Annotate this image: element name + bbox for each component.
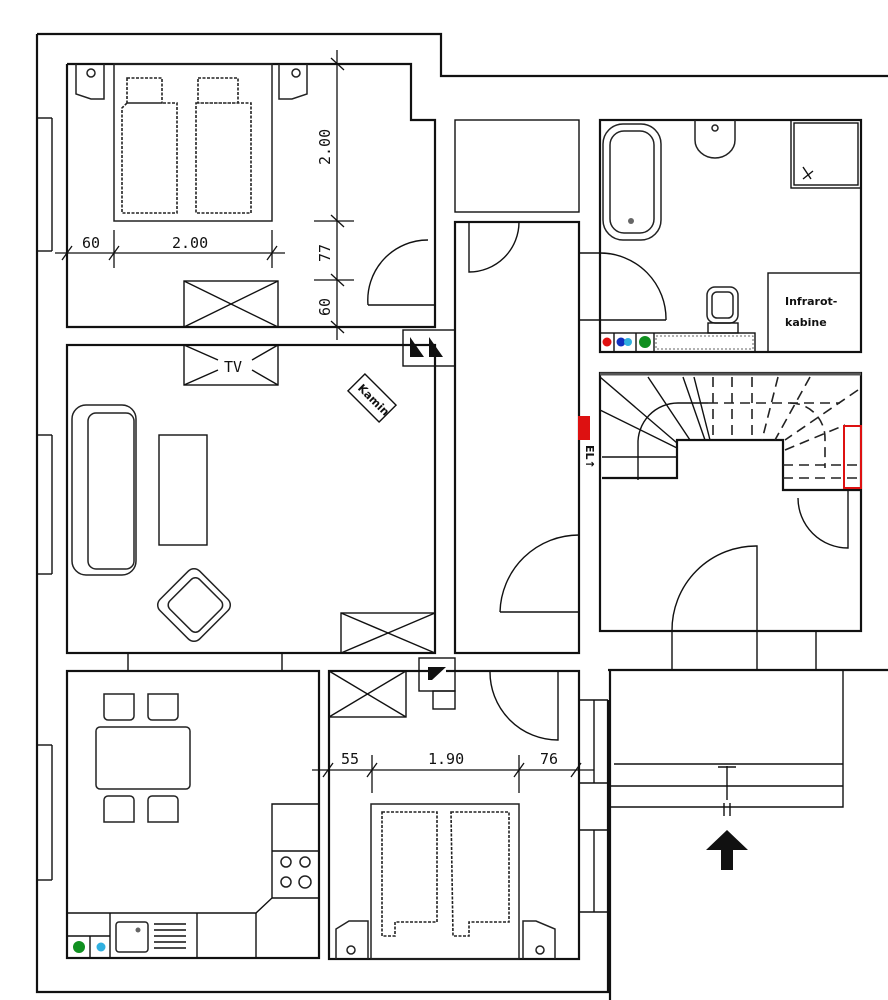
chair bbox=[103, 693, 135, 721]
electrical-panel bbox=[578, 416, 590, 440]
svg-text:60: 60 bbox=[82, 234, 100, 252]
svg-text:55: 55 bbox=[341, 750, 359, 768]
svg-text:1.90: 1.90 bbox=[428, 750, 464, 768]
bed-right bbox=[450, 811, 510, 937]
room-hallway: EL↑ bbox=[453, 119, 596, 655]
svg-text:2.00: 2.00 bbox=[172, 234, 208, 252]
room-bathroom: Infrarot- kabine bbox=[580, 118, 863, 354]
cabinet bbox=[340, 612, 436, 654]
bed-left bbox=[381, 811, 438, 937]
room-bedroom-1 bbox=[65, 62, 437, 329]
coffee-table bbox=[158, 434, 208, 546]
armchair bbox=[156, 567, 232, 643]
svg-text:TV: TV bbox=[224, 358, 242, 376]
svg-text:77: 77 bbox=[316, 244, 334, 262]
svg-text:kabine: kabine bbox=[785, 316, 827, 329]
washbasin bbox=[694, 120, 736, 159]
dimensions-bedroom-2: 55 1.90 76 bbox=[312, 750, 594, 793]
svg-text:Infrarot-: Infrarot- bbox=[785, 295, 837, 308]
chimney-shafts bbox=[402, 329, 456, 367]
svg-text:76: 76 bbox=[540, 750, 558, 768]
bed-pillow-left bbox=[121, 77, 178, 214]
entrance bbox=[608, 670, 844, 1000]
chair bbox=[147, 795, 179, 823]
dining-table bbox=[95, 726, 191, 790]
drainboard bbox=[154, 923, 186, 949]
dimensions-bedroom-1: 60 2.00 2.00 77 60 bbox=[55, 50, 354, 340]
nightstand-right bbox=[278, 64, 308, 100]
outer-walls bbox=[35, 32, 888, 994]
shower bbox=[790, 119, 862, 189]
nightstand-left bbox=[335, 920, 369, 959]
bathtub bbox=[602, 123, 662, 241]
room-living: TV Kamin bbox=[65, 343, 437, 670]
svg-text:EL↑: EL↑ bbox=[583, 445, 596, 469]
sink bbox=[115, 921, 149, 953]
right-walls bbox=[579, 699, 608, 913]
room-bedroom-2 bbox=[327, 657, 581, 961]
wardrobe bbox=[328, 670, 407, 718]
wardrobe bbox=[183, 280, 279, 328]
nightstand-right bbox=[522, 920, 556, 959]
sofa bbox=[71, 404, 137, 576]
chair bbox=[147, 693, 179, 721]
nightstand-left bbox=[75, 64, 105, 100]
infrared-cabin bbox=[767, 272, 862, 353]
room-stairwell bbox=[598, 371, 863, 670]
tv-cabinet bbox=[183, 344, 279, 386]
chair bbox=[103, 795, 135, 823]
radiator bbox=[599, 332, 756, 353]
closet bbox=[454, 119, 580, 213]
room-kitchen bbox=[65, 669, 321, 960]
svg-text:Kamin: Kamin bbox=[355, 382, 392, 419]
double-bed-frame bbox=[113, 63, 273, 222]
fireplace-kamin: Kamin bbox=[346, 372, 398, 424]
svg-text:2.00: 2.00 bbox=[316, 129, 334, 165]
svg-text:60: 60 bbox=[316, 298, 334, 316]
entrance-arrow-icon bbox=[706, 830, 748, 870]
bed-pillow-right bbox=[195, 77, 252, 214]
double-bed-frame bbox=[370, 803, 520, 960]
